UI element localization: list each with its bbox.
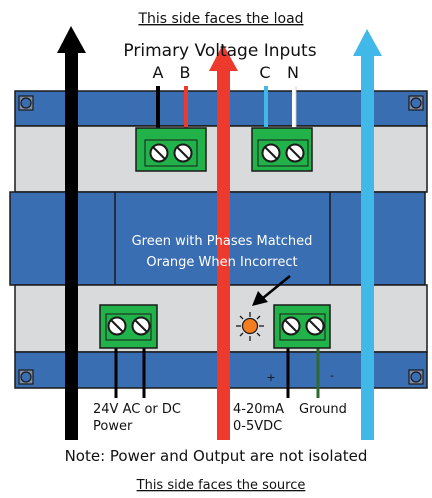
terminal-block-cn — [251, 127, 313, 172]
output-wires — [114, 348, 320, 398]
screw-n-icon — [285, 143, 305, 163]
power-label-line2: Power — [93, 419, 133, 434]
source-side-label: This side faces the source — [136, 478, 306, 493]
terminal-label-n: N — [287, 63, 299, 82]
screw-c-icon — [261, 143, 281, 163]
terminal-block-ab — [135, 127, 207, 172]
input-wires — [156, 86, 297, 130]
screw-a-icon — [149, 143, 169, 163]
terminal-label-c: C — [259, 63, 270, 82]
terminal-block-output — [273, 304, 331, 349]
terminal-label-b: B — [180, 63, 191, 82]
polarity-minus: - — [330, 369, 334, 382]
led-pointer-arrow — [252, 275, 291, 306]
terminal-block-power — [99, 304, 158, 349]
screw-output-2-icon — [305, 316, 325, 336]
screw-top-left-icon — [18, 95, 34, 111]
indicator-label-line1: Green with Phases Matched — [132, 234, 313, 249]
output-label-line2: 0-5VDC — [233, 419, 282, 434]
load-side-label: This side faces the load — [137, 11, 303, 27]
screw-output-1-icon — [281, 316, 301, 336]
screw-b-icon — [173, 143, 193, 163]
output-label-line1: 4-20mA — [233, 402, 284, 417]
screw-power-1-icon — [107, 316, 127, 336]
polarity-plus: + — [266, 371, 275, 384]
primary-inputs-title: Primary Voltage Inputs — [123, 41, 316, 61]
conductor-arrow-red — [209, 44, 238, 440]
screw-bottom-left-icon — [18, 369, 34, 385]
power-label-line1: 24V AC or DC — [93, 402, 181, 417]
ground-label: Ground — [299, 402, 347, 417]
screw-top-right-icon — [408, 95, 424, 111]
screw-bottom-right-icon — [408, 369, 424, 385]
screw-power-2-icon — [131, 316, 151, 336]
terminal-label-a: A — [153, 63, 164, 82]
conductor-arrow-black — [57, 26, 86, 440]
isolation-note: Note: Power and Output are not isolated — [65, 447, 368, 465]
status-led-icon — [236, 312, 264, 341]
indicator-label-line2: Orange When Incorrect — [146, 255, 297, 270]
conductor-arrow-blue — [353, 29, 382, 440]
corner-screws — [18, 95, 424, 385]
